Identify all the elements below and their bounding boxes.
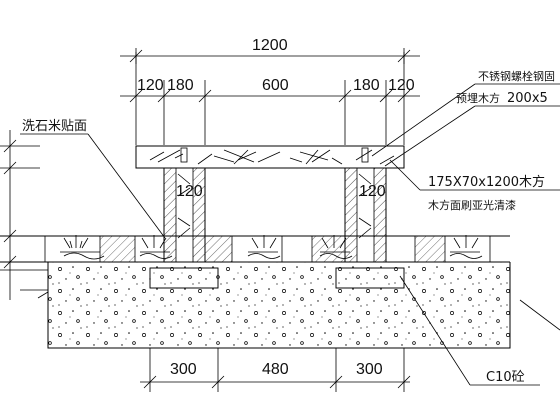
dim-seg-2: 180	[167, 77, 194, 94]
dim-bottom-1: 300	[170, 361, 197, 378]
dim-seg-3: 600	[262, 77, 289, 94]
dim-bottom-2: 480	[262, 361, 289, 378]
left-post	[163, 147, 206, 263]
paving-layer	[0, 235, 510, 263]
dim-overall: 1200	[252, 37, 288, 54]
dim-seg-1: 120	[137, 77, 164, 94]
dim-bottom-3: 300	[356, 361, 383, 378]
annotation-concrete: C10砼	[486, 370, 525, 385]
dim-seg-5: 120	[388, 77, 415, 94]
leader-lines	[20, 83, 560, 386]
top-dimension-lines	[120, 48, 420, 145]
post-left-dim: 120	[176, 183, 203, 200]
bottom-dimension-lines	[140, 348, 411, 392]
post-right-dim: 120	[359, 183, 386, 200]
timber-beam	[135, 145, 405, 169]
grass-tufts	[60, 235, 483, 260]
annotation-embedded-wood-size: 200x5	[507, 91, 548, 106]
dim-seg-4: 180	[353, 77, 380, 94]
right-post	[344, 147, 387, 263]
annotation-embedded-wood: 预埋木方	[456, 91, 500, 105]
annotation-timber-size: 175X70x1200木方	[428, 174, 545, 190]
soil-left	[0, 269, 49, 299]
concrete-base	[47, 261, 511, 349]
annotation-timber-finish: 木方面刷亚光清漆	[428, 198, 516, 212]
annotation-left-surface: 洗石米贴面	[22, 119, 87, 134]
left-vertical-dimension	[0, 130, 40, 300]
annotation-bolt: 不锈钢螺栓钢固	[478, 69, 555, 83]
